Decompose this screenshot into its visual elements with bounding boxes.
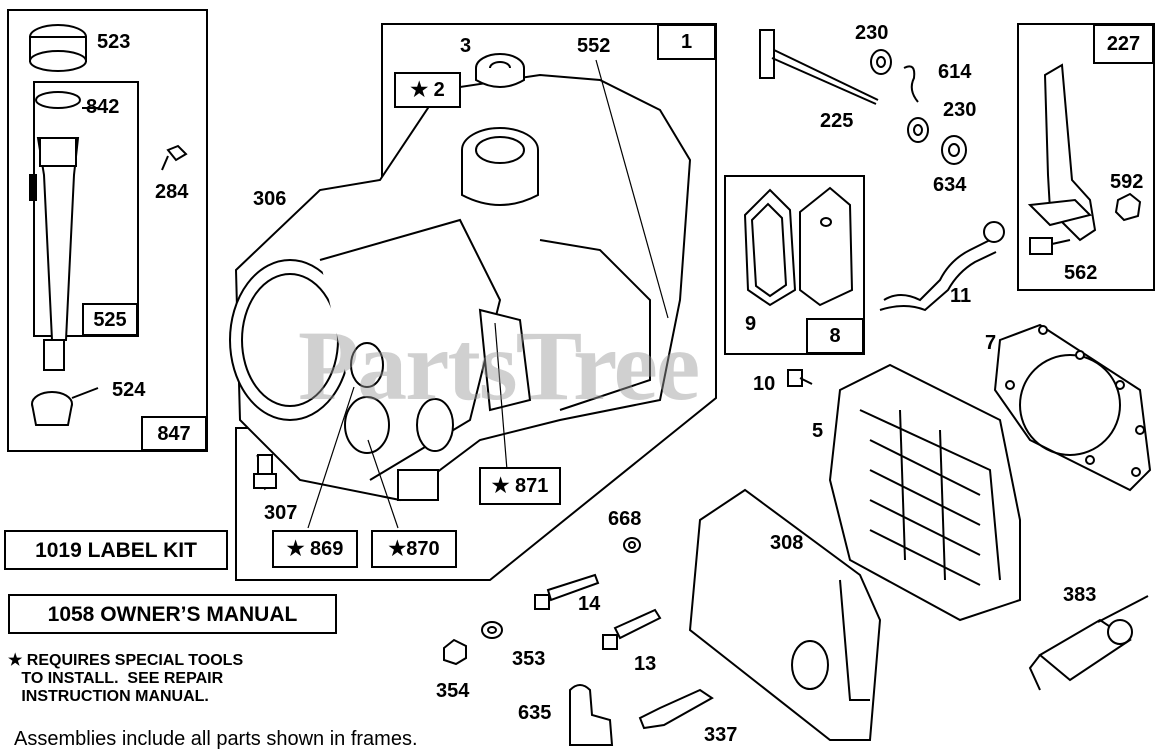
bracket-227-artwork [1027,63,1142,255]
frame-number-525: 525 [82,303,138,336]
part-label-13: 13 [634,653,657,675]
gasket-9-artwork [743,186,854,307]
screw-284-artwork [161,144,188,171]
cylinder-head-5-artwork [828,363,1021,622]
frame-number-8: 8 [806,318,864,354]
special-tools-note: ★ REQUIRES SPECIAL TOOLS TO INSTALL. SEE… [8,652,244,705]
part-label-225: 225 [820,110,854,132]
label-kit-box: 1019 LABEL KIT [4,530,228,570]
assemblies-note: Assemblies include all parts shown in fr… [14,728,418,750]
screw-10-artwork [787,369,813,387]
part-label-523: 523 [97,31,131,53]
frame-227 [1017,23,1155,291]
tube-11-artwork [879,221,1005,312]
part-label-307: 307 [264,502,298,524]
frame-847 [7,9,208,452]
part-label-11: 11 [950,285,972,307]
part-label-14: 14 [578,593,601,615]
frame-number-870: ★870 [371,530,457,568]
frame-number-1: 1 [657,24,716,60]
part-label-284: 284 [155,181,189,203]
frame-number-847: 847 [141,416,207,451]
frame-525 [33,81,139,337]
part-label-230-bottom: 230 [943,99,977,121]
part-label-7: 7 [985,332,997,354]
bracket-383-artwork [1028,595,1149,691]
frame-8 [724,175,865,355]
dipstick-artwork [29,24,99,426]
part-label-9: 9 [745,313,757,335]
part-label-634: 634 [933,174,967,196]
shield-308-artwork [688,488,882,741]
frame-number-869: ★ 869 [272,530,358,568]
head-gasket-7-artwork [993,323,1152,492]
part-label-842: 842 [86,96,120,118]
part-label-562: 562 [1064,262,1098,284]
crankcase-artwork [229,53,692,502]
part-label-635: 635 [518,702,552,724]
part-label-308: 308 [770,532,804,554]
part-label-668: 668 [608,508,642,530]
frame-number-871: ★ 871 [479,467,561,505]
part-label-383: 383 [1063,584,1097,606]
hardware-artwork [443,537,714,746]
part-label-337: 337 [704,724,738,746]
part-label-592: 592 [1110,171,1144,193]
governor-parts-artwork [759,29,967,165]
part-label-614: 614 [938,61,972,83]
part-label-306: 306 [253,188,287,210]
bolt-307-artwork [253,454,277,489]
owners-manual-box: 1058 OWNER’S MANUAL [8,594,337,634]
frame-number-227: 227 [1093,24,1154,64]
part-label-230-top: 230 [855,22,889,44]
part-label-353: 353 [512,648,546,670]
watermark: PartsTree [298,310,700,421]
part-label-524: 524 [112,379,146,401]
part-label-10: 10 [753,373,776,395]
part-label-5: 5 [812,420,824,442]
part-label-354: 354 [436,680,470,702]
part-label-552: 552 [577,35,611,57]
part-label-3: 3 [460,35,472,57]
frame-number-2: ★ 2 [394,72,461,108]
